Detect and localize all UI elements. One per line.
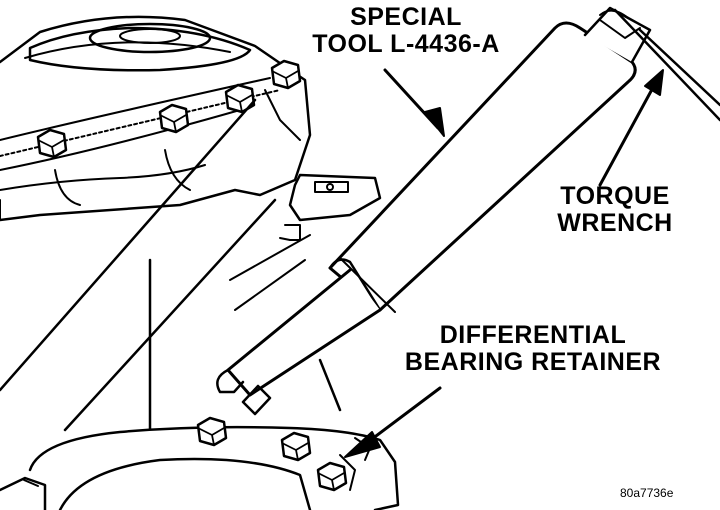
arrow-to-special-tool bbox=[383, 68, 445, 137]
torque-wrench-label: TORQUE WRENCH bbox=[540, 183, 690, 237]
special-tool-label: SPECIAL TOOL L-4436-A bbox=[296, 4, 516, 58]
bolt bbox=[224, 83, 256, 114]
arrow-to-torque-wrench bbox=[598, 69, 664, 187]
torque-wrench-label-line-1: TORQUE bbox=[560, 182, 670, 210]
bearing-retainer-label: DIFFERENTIAL BEARING RETAINER bbox=[388, 322, 678, 376]
bolt bbox=[36, 128, 68, 159]
torque-wrench-label-line-2: WRENCH bbox=[557, 209, 673, 237]
bolt bbox=[196, 416, 228, 447]
special-tool-label-line-2: TOOL L-4436-A bbox=[312, 30, 500, 58]
bearing-retainer-label-line-1: DIFFERENTIAL bbox=[439, 321, 627, 349]
bearing-retainer-label-line-2: BEARING RETAINER bbox=[404, 348, 662, 376]
bolt bbox=[280, 431, 312, 462]
torque-wrench bbox=[583, 6, 720, 122]
callout-arrows bbox=[344, 68, 664, 458]
bolt bbox=[270, 59, 302, 90]
figure-id: 80a7736e bbox=[620, 486, 674, 500]
upper-housing bbox=[0, 15, 312, 222]
upper-bolts bbox=[36, 59, 302, 159]
frame-lines bbox=[0, 98, 342, 432]
bolt bbox=[316, 461, 348, 492]
bolt bbox=[158, 103, 190, 134]
special-tool-label-line-1: SPECIAL bbox=[350, 3, 462, 31]
special-tool bbox=[216, 21, 637, 416]
mount-bracket bbox=[279, 173, 382, 241]
arrow-to-bearing-retainer bbox=[344, 386, 442, 458]
lower-bolts bbox=[196, 416, 348, 492]
